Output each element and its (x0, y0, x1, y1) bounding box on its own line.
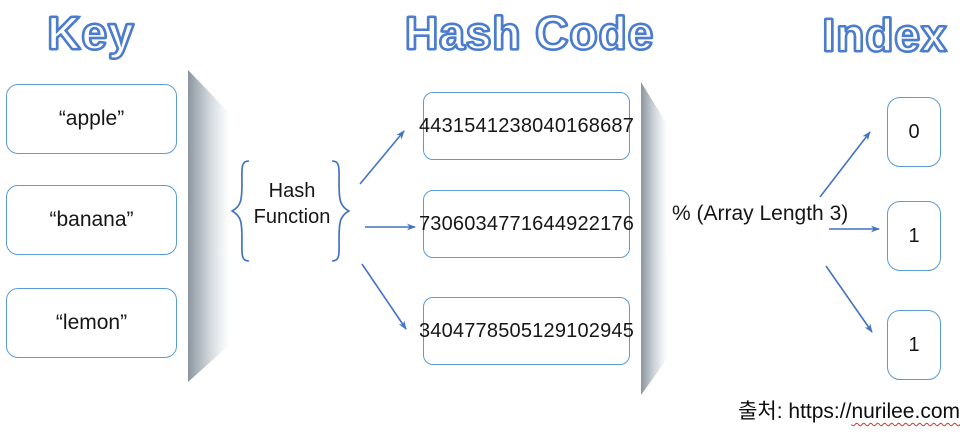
index-box: 1 (887, 310, 941, 380)
arrow-mod-to-index3 (825, 265, 873, 333)
index-value: 1 (908, 224, 920, 247)
arrow-mod-to-index1 (819, 131, 871, 198)
right-curly-brace-icon (331, 160, 351, 262)
key-label: “lemon” (55, 311, 128, 334)
index-value: 0 (908, 120, 920, 143)
key-box-lemon: “lemon” (6, 288, 177, 358)
hash-code-box: 3404778505129102945 (419, 297, 634, 365)
index-column-title: Index (821, 8, 948, 62)
hash-code-value: 4431541238040168687 (418, 114, 635, 137)
hash-code-column-title: Hash Code (404, 6, 655, 60)
hash-function-label: Hash Function (250, 178, 334, 230)
left-curly-brace-icon (230, 160, 250, 262)
source-credit: 출처: https://nurilee.com (738, 395, 960, 425)
key-label: “banana” (49, 208, 134, 231)
key-box-banana: “banana” (6, 185, 177, 255)
index-box: 1 (887, 201, 941, 271)
hash-code-box: 4431541238040168687 (419, 92, 634, 160)
key-box-apple: “apple” (6, 84, 177, 154)
key-column-title: Key (46, 6, 135, 60)
gradient-divider-right (641, 82, 668, 395)
source-credit-prefix: 출처: https:// (738, 400, 852, 423)
hash-function-line1: Hash (268, 180, 316, 202)
array-length-mod-label: % (Array Length 3) (672, 202, 849, 225)
arrow-hashfn-to-code1 (359, 130, 405, 185)
hash-code-box: 7306034771644922176 (419, 190, 634, 258)
source-credit-domain: nurilee.com (851, 400, 960, 423)
hash-code-value: 7306034771644922176 (418, 212, 635, 235)
key-label: “apple” (58, 107, 125, 130)
index-box: 0 (887, 97, 941, 167)
hash-code-value: 3404778505129102945 (418, 319, 635, 342)
arrow-hashfn-to-code3 (361, 263, 407, 330)
gradient-divider-left (188, 70, 230, 382)
hash-function-line2: Function (253, 206, 331, 228)
index-value: 1 (908, 333, 920, 356)
